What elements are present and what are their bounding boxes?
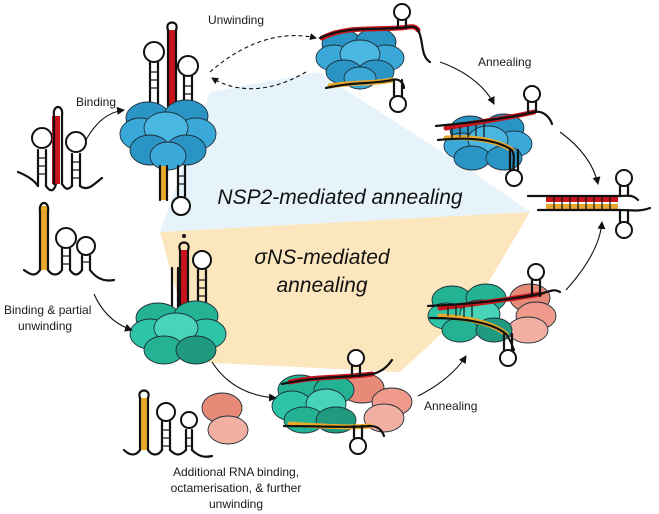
rna-hairpin-yellow — [22, 201, 116, 282]
sigma-region-title-1: σNS-mediated — [254, 246, 391, 269]
label-binding-partial-1: Binding & partial — [4, 303, 91, 317]
label-annealing-top: Annealing — [478, 55, 531, 69]
nsp2-octamer-bound — [119, 21, 217, 216]
sigma-region — [160, 212, 530, 372]
nsp2-octamer-unwinding — [315, 3, 432, 113]
rna-additional — [122, 389, 214, 458]
nsp2-region — [160, 72, 530, 232]
sigma-octamer-bound — [129, 234, 227, 365]
label-binding: Binding — [76, 95, 116, 109]
arrow-binding-partial — [93, 293, 133, 332]
annealed-duplex — [526, 169, 652, 239]
sigma-region-title-2: annealing — [276, 274, 367, 297]
sigma-octamer-partner — [271, 349, 413, 455]
label-additional-1: Additional RNA binding, — [173, 465, 299, 479]
arrow-unwinding — [209, 33, 317, 73]
rna-hairpin-binding — [16, 105, 104, 192]
arrow-duplex-bottom — [565, 221, 606, 291]
arrow-duplex-top — [559, 131, 601, 185]
arrow-annealing-bottom — [417, 355, 467, 397]
label-unwinding: Unwinding — [208, 13, 264, 27]
sigma-octamer-annealing — [426, 263, 562, 367]
arrow-annealing-top — [439, 61, 495, 105]
label-annealing-bottom: Annealing — [424, 399, 477, 413]
nsp2-octamer-annealing — [434, 85, 554, 187]
arrow-to-partner — [211, 361, 277, 402]
nsp2-region-title: NSP2-mediated annealing — [217, 186, 462, 209]
label-additional-2: octamerisation, & further — [171, 481, 302, 495]
arrow-binding — [85, 106, 125, 141]
label-additional-3: unwinding — [209, 497, 263, 511]
label-binding-partial-2: unwinding — [18, 319, 72, 333]
partner-protein-dimer — [201, 392, 249, 445]
